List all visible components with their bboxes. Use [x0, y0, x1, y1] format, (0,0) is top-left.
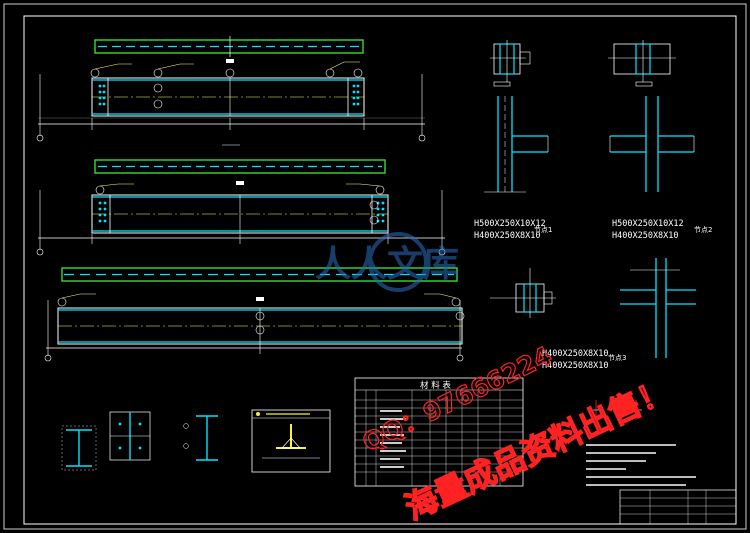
beam-elevation-3 [44, 267, 465, 362]
node-detail-4 [620, 258, 696, 358]
node-label-2: 节点2 [694, 226, 712, 234]
section-label-b: H400X250X8X10 [474, 231, 541, 241]
weld-detail-box [251, 409, 331, 473]
section-3 [183, 415, 218, 461]
beam-elevation-1 [36, 36, 426, 146]
site-watermark: 人人文库 [315, 232, 459, 292]
beam-elevation-2 [36, 159, 446, 256]
sheet-inner-border [23, 15, 737, 525]
title-block [619, 489, 737, 525]
section-label-d: H400X250X8X10 [612, 231, 679, 241]
node-detail-2 [608, 40, 695, 192]
weld-legend [590, 400, 642, 420]
section-label-c: H500X250X10X12 [612, 219, 684, 229]
section-label-a: H500X250X10X12 [474, 219, 546, 229]
section-label-e: H400X250X8X10 [542, 349, 609, 359]
sheet-outer-border [3, 3, 747, 530]
material-table-title: 材 料 表 [420, 380, 451, 391]
section-views [61, 411, 218, 471]
section-label-f: H400X250X8X10 [542, 361, 609, 371]
node-label-1: 节点1 [534, 226, 552, 234]
material-table [354, 377, 524, 487]
section-2 [109, 411, 151, 461]
node-detail-3 [490, 268, 556, 318]
section-1 [61, 425, 97, 471]
beam-1-top-flange [94, 39, 364, 54]
node-detail-1 [484, 40, 549, 193]
site-watermark-text: 人人文库 [315, 244, 459, 285]
notes-block [586, 444, 696, 486]
node-label-3: 节点3 [608, 354, 626, 362]
